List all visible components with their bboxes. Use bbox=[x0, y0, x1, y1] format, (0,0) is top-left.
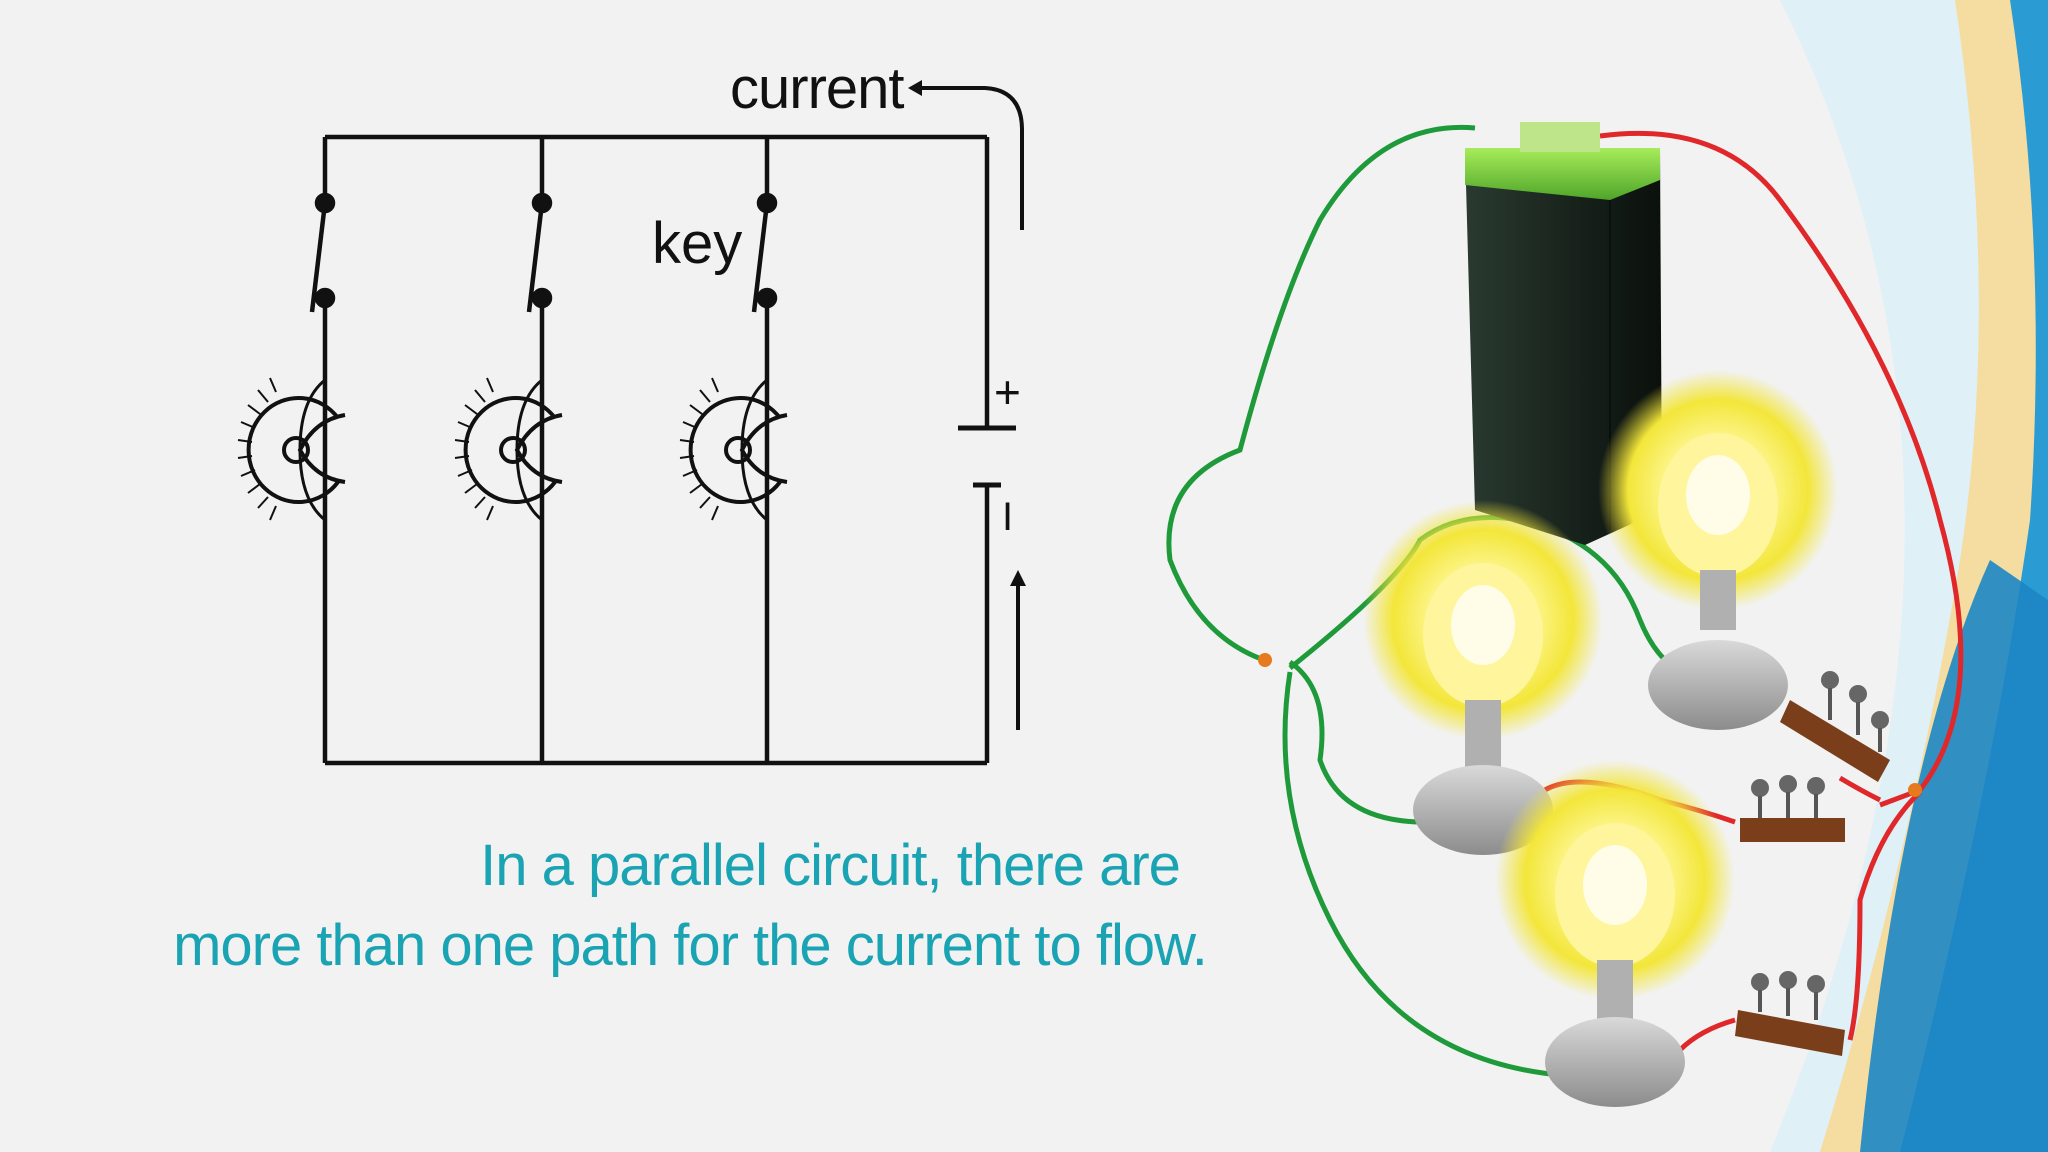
wire-junction bbox=[1258, 653, 1272, 667]
plus-label: + bbox=[994, 366, 1021, 418]
decorative-wave bbox=[1770, 0, 2048, 1152]
caption-line-2: more than one path for the current to fl… bbox=[173, 913, 1208, 978]
current-label: current bbox=[730, 56, 904, 121]
current-arrow-top bbox=[908, 80, 1024, 230]
branch-3 bbox=[679, 137, 788, 763]
wire-junction bbox=[1908, 783, 1922, 797]
switch-key-icon bbox=[309, 137, 336, 763]
plug-key-icon bbox=[1780, 671, 1890, 782]
branch-1 bbox=[237, 137, 346, 763]
light-bulb-icon bbox=[1598, 370, 1838, 730]
circuit-illustration bbox=[1166, 122, 1964, 1107]
switch-key-icon bbox=[526, 137, 553, 763]
minus-label: I bbox=[1002, 495, 1013, 539]
bulb-symbol-icon bbox=[679, 377, 788, 522]
green-wires bbox=[1166, 124, 1701, 1078]
switch-key-icon bbox=[751, 137, 778, 763]
circuit-schematic bbox=[325, 134, 990, 766]
bulb-symbol-icon bbox=[454, 377, 563, 522]
plug-key-icon bbox=[1735, 971, 1845, 1056]
plug-key-icon bbox=[1740, 775, 1845, 842]
branch-2 bbox=[454, 137, 563, 763]
caption-line-1: In a parallel circuit, there are bbox=[480, 833, 1181, 898]
bulb-symbol-icon bbox=[237, 377, 346, 522]
cell-symbol-icon bbox=[958, 425, 1016, 488]
key-label: key bbox=[652, 211, 742, 276]
light-bulb-icon bbox=[1495, 760, 1735, 1107]
current-arrow-bottom bbox=[1010, 570, 1026, 730]
